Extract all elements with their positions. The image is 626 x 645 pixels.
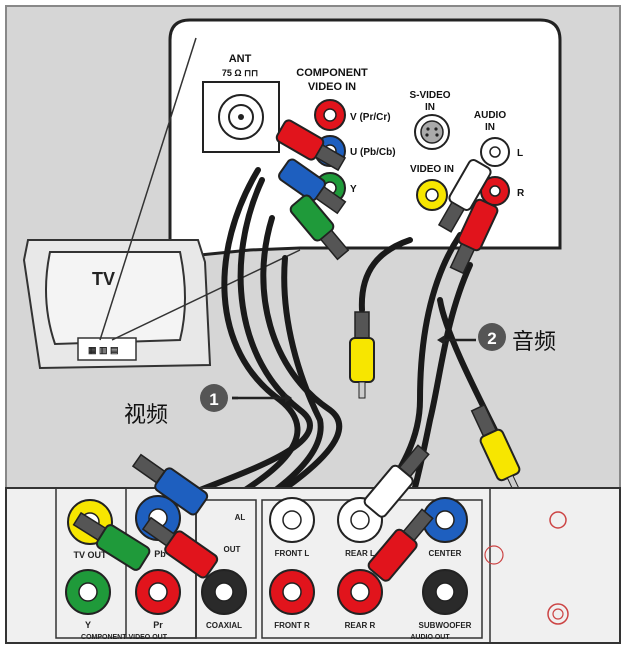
player-back-panel: TV OUT Pb Y Pr COMPONENT VIDEO OUT AL OU…: [5, 487, 621, 644]
video-text: 视频: [124, 403, 168, 428]
svg-text:▦ ▥ ▤: ▦ ▥ ▤: [88, 345, 119, 355]
antenna-jack: ANT 75 Ω ⊓⊓: [202, 53, 280, 153]
video-in-jack: [416, 179, 448, 211]
screw-ring: [484, 545, 504, 565]
audio-text: 音频: [512, 330, 556, 355]
tv-component-plugs: [275, 119, 350, 261]
front-r-label: FRONT R: [274, 621, 310, 630]
tv-set: ▦ ▥ ▤ TV: [22, 37, 301, 370]
component-in-label-2: VIDEO IN: [308, 81, 356, 93]
audio-in-label-2: IN: [485, 122, 495, 133]
svideo-label-1: S-VIDEO: [409, 90, 450, 101]
digital-partial-label: AL: [235, 513, 246, 522]
subwoofer-label: SUBWOOFER: [419, 621, 472, 630]
pb-label: Pb: [154, 549, 166, 559]
front-l-label: FRONT L: [275, 549, 310, 558]
component-in-label-1: COMPONENT: [296, 67, 368, 79]
y-label: Y: [350, 184, 357, 195]
ant-label: ANT: [229, 53, 252, 65]
audio-r-label: R: [517, 188, 525, 199]
ant-sub-label: 75 Ω ⊓⊓: [222, 68, 258, 78]
tv-out-label: TV OUT: [74, 550, 108, 560]
svideo-jack: [414, 114, 450, 150]
player-side-plugs: [72, 444, 434, 582]
video-in-label: VIDEO IN: [410, 164, 454, 175]
jack-front-l: [269, 497, 315, 543]
jack-pr: [135, 569, 181, 615]
coaxial-label: COAXIAL: [206, 621, 242, 630]
video-number-badge: [200, 384, 228, 412]
component-video-out-label: COMPONENT VIDEO OUT: [81, 634, 168, 641]
audio-out-label: AUDIO OUT: [410, 634, 450, 641]
tv-inset-panel: [77, 337, 137, 361]
jack-rear-r: [337, 569, 383, 615]
center-label: CENTER: [429, 549, 462, 558]
jack-y: [65, 569, 111, 615]
tv-label: TV: [92, 269, 115, 289]
screw-ring: [549, 511, 567, 529]
rear-l-label: REAR L: [345, 549, 375, 558]
rear-r-label: REAR R: [345, 621, 376, 630]
audio-number-badge: [478, 323, 506, 351]
jack-center: [422, 497, 468, 543]
video-annotation: 视频 1: [124, 384, 292, 428]
u-label: U (Pb/Cb): [350, 147, 396, 158]
digital-out-partial-label: OUT: [224, 545, 241, 554]
jack-front-r: [269, 569, 315, 615]
audio-annotation: 2 音频: [437, 323, 556, 355]
screw-ring: [547, 603, 569, 625]
v-label: V (Pr/Cr): [350, 112, 391, 123]
video-number: 1: [209, 390, 218, 409]
y-out-label: Y: [85, 620, 91, 630]
audio-number: 2: [487, 329, 496, 348]
loose-yellow-plug-lower: [470, 403, 521, 494]
jack-coaxial: [201, 569, 247, 615]
loose-yellow-plug-upper: [349, 311, 375, 399]
audio-in-label-1: AUDIO: [474, 110, 506, 121]
svideo-label-2: IN: [425, 102, 435, 113]
tv-audio-plugs: [437, 159, 499, 275]
jack-subwoofer: [422, 569, 468, 615]
pr-label: Pr: [153, 620, 163, 630]
audio-l-label: L: [517, 148, 523, 159]
